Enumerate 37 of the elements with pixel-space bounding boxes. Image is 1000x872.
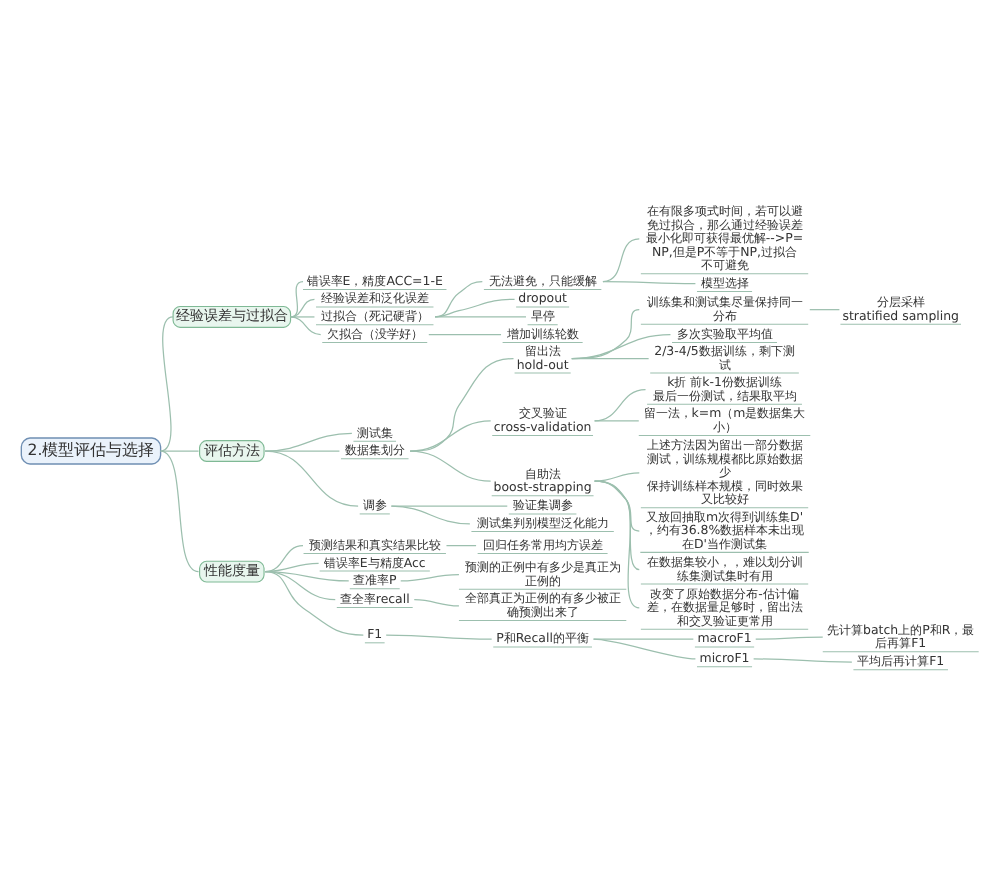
connector (571, 333, 672, 359)
connector (593, 471, 640, 481)
connector (593, 479, 640, 608)
connector (289, 315, 316, 317)
connector (385, 633, 493, 639)
connector (160, 315, 174, 451)
connector (445, 544, 477, 546)
connector (390, 504, 471, 524)
connector (264, 570, 336, 600)
connector (602, 279, 697, 284)
connector (390, 504, 508, 506)
connector (289, 315, 322, 335)
connector (434, 279, 483, 317)
connector (409, 356, 515, 451)
connector (409, 449, 492, 481)
connector (400, 573, 460, 581)
connector (264, 431, 353, 451)
connector (160, 449, 200, 572)
connector (289, 297, 316, 317)
connector (755, 635, 824, 639)
connector (264, 544, 304, 572)
connector (289, 279, 304, 317)
connector (160, 449, 200, 451)
connector (434, 315, 527, 317)
connector (413, 598, 460, 606)
connector (593, 419, 640, 421)
connector (264, 449, 359, 506)
connector (809, 308, 840, 310)
connector (571, 356, 650, 359)
connector (602, 237, 640, 282)
connector (428, 333, 502, 335)
connector (264, 449, 341, 451)
connector (264, 570, 364, 635)
connector (409, 419, 492, 451)
connector (753, 657, 853, 662)
connector (592, 637, 697, 659)
connector (593, 388, 647, 421)
